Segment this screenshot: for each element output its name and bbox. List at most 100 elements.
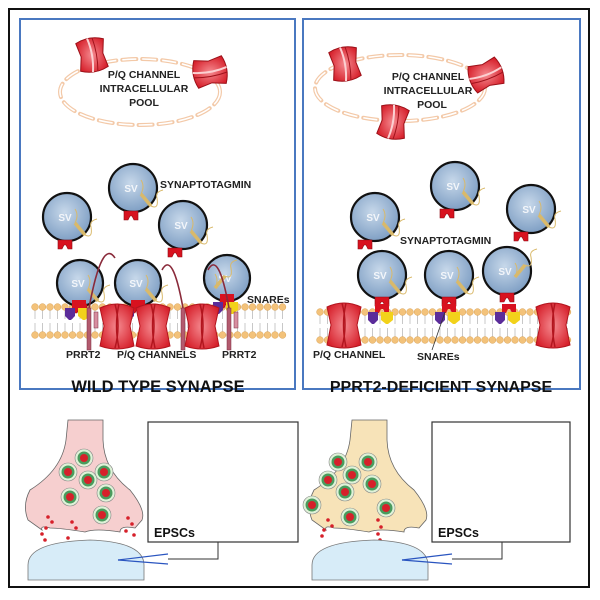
postsynaptic-cell <box>311 539 429 581</box>
synaptotagmin <box>86 287 100 303</box>
neurotransmitter <box>100 468 108 476</box>
ko-synaptotagmin-label: SYNAPTOTAGMIN <box>400 235 491 247</box>
pq-channel-icon <box>326 302 362 349</box>
presynaptic-terminal <box>25 419 169 581</box>
neurotransmitter <box>346 513 354 521</box>
wt-pool-label: P/Q CHANNEL INTRACELLULAR POOL <box>100 69 189 109</box>
lipid-head <box>263 331 272 339</box>
lipid-head <box>428 308 437 316</box>
lipid-head <box>256 331 264 339</box>
released-transmitter <box>330 524 334 528</box>
lipid-head <box>38 331 47 339</box>
lipid-head <box>241 331 249 339</box>
lipid-head <box>421 336 429 344</box>
lipid-head <box>496 336 504 344</box>
pool-label-line: P/Q CHANNEL <box>392 71 465 83</box>
neurotransmitter <box>64 468 72 476</box>
lipid-head <box>503 336 512 344</box>
neurotransmitter <box>66 493 74 501</box>
synaptotagmin <box>213 274 227 290</box>
synaptic-vesicle: SV <box>157 199 214 258</box>
lipid-head <box>481 336 489 344</box>
vesicle-label: SV <box>124 184 138 195</box>
channel-pore <box>115 303 120 349</box>
synaptotagmin-tail <box>97 284 111 303</box>
channel-pore-edge <box>344 46 352 81</box>
ko-snares-label: SNAREs <box>417 351 460 363</box>
released-transmitter <box>376 518 380 522</box>
lipid-head <box>278 331 287 339</box>
presynaptic-terminal <box>302 419 453 581</box>
snare-complex <box>495 304 520 324</box>
pool-label-line: INTRACELLULAR <box>384 85 473 97</box>
wt-prrt2-label-right: PRRT2 <box>222 349 257 361</box>
vesicle-label: SV <box>71 279 85 290</box>
synaptotagmin-tail <box>140 179 144 195</box>
lipid-head <box>398 336 407 344</box>
synaptotagmin <box>189 229 203 245</box>
synaptotagmin <box>139 192 153 208</box>
synaptotagmin-tail <box>472 187 486 206</box>
prrt2-tm <box>86 307 92 351</box>
channel-pore <box>200 303 205 349</box>
lipid-head <box>38 303 47 311</box>
synaptobrevin <box>57 239 73 250</box>
synaptotagmin-tail <box>548 210 562 229</box>
released-transmitter <box>326 518 330 522</box>
vesicle-label: SV <box>218 274 232 285</box>
recording-wire <box>168 542 219 560</box>
synaptotagmin-tail <box>155 284 169 303</box>
snap25 <box>381 312 393 324</box>
released-transmitter <box>124 529 128 533</box>
released-transmitter <box>126 516 130 520</box>
lipid-head <box>53 303 62 311</box>
synaptobrevin <box>442 304 456 313</box>
ko-epscs-label: EPSCs <box>438 526 479 540</box>
snap25 <box>508 312 520 324</box>
wt-synaptotagmin-label: SYNAPTOTAGMIN <box>160 179 251 191</box>
synaptobrevin <box>123 210 139 221</box>
vesicle-label: SV <box>498 267 512 278</box>
synaptotagmin <box>537 213 551 229</box>
syntaxin <box>368 312 378 324</box>
wt-pq-channels-label: P/Q CHANNELS <box>117 349 196 361</box>
synaptotagmin-tail <box>382 208 386 224</box>
lipid-head <box>458 308 467 316</box>
lipid-head <box>518 336 527 344</box>
snap25 <box>448 312 460 324</box>
synaptotagmin <box>144 287 158 303</box>
lipid-head <box>278 303 287 311</box>
pq-channel-icon <box>535 302 571 349</box>
lipid-head <box>488 336 497 344</box>
lipid-head <box>458 336 467 344</box>
synaptic-vesicle: SV <box>423 249 480 307</box>
neurotransmitter <box>324 476 332 484</box>
synaptotagmin-tail <box>524 248 538 267</box>
lipid-head <box>376 336 384 344</box>
channel-pore <box>550 302 555 348</box>
lipid-head <box>256 303 264 311</box>
synaptotagmin-tail <box>150 189 164 208</box>
pq-channel-icon <box>328 46 362 82</box>
channel-pore-edge <box>392 105 400 140</box>
synaptotagmin-tail <box>392 218 406 237</box>
released-transmitter <box>50 520 54 524</box>
lipid-head <box>406 308 414 316</box>
synaptotagmin-tail <box>84 218 98 237</box>
lipid-head <box>61 331 69 339</box>
ko-panel-title: PPRT2-DEFICIENT SYNAPSE <box>330 379 553 396</box>
neurotransmitter <box>341 488 349 496</box>
prrt2 <box>207 264 239 351</box>
figure-frame <box>8 8 590 588</box>
lipid-head <box>173 303 182 311</box>
synaptotagmin <box>73 221 87 237</box>
released-transmitter <box>376 532 380 536</box>
lipid-head <box>481 308 489 316</box>
snares-pointer <box>431 311 446 351</box>
channel-pore <box>151 303 156 349</box>
syntaxin <box>435 312 445 324</box>
lipid-head <box>46 303 54 311</box>
synaptic-vesicle: SV <box>481 245 538 303</box>
synaptotagmin-tail <box>462 177 466 193</box>
